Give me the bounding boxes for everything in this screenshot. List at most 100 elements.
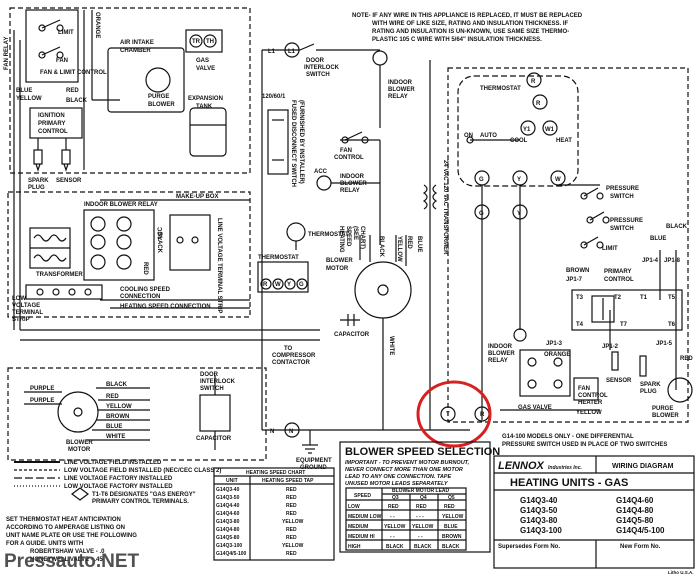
- legend-1: LINE VOLTAGE FIELD INSTALLED: [64, 460, 162, 466]
- anticipation-5: ROBERTSHAW VALVE - .0: [30, 549, 105, 555]
- label-ib-relay-2-1: INDOOR: [340, 174, 365, 180]
- speed-important-1: IMPORTANT - TO PREVENT MOTOR BURNOUT,: [345, 460, 470, 466]
- label-ib-relay-2-2: BLOWER: [340, 181, 367, 187]
- anticipation-2: ACCORDING TO AMPERAGE LISTING ON: [6, 525, 125, 531]
- speed-col-group: BLOWER MOTOR LEAD: [392, 488, 450, 494]
- label-acc-left: ACC: [158, 226, 164, 240]
- label-purge-right-1: PURGE: [652, 406, 673, 412]
- label-jp1-2: JP1-2: [602, 344, 619, 350]
- label-thermostat-mid: THERMOSTAT: [308, 232, 349, 238]
- model-right-3: G14Q4/5-100: [616, 526, 665, 535]
- speed-row-3-q3: - -: [390, 534, 395, 540]
- label-limit-right: LIMIT: [602, 246, 618, 252]
- label-makeup-box: MAKE-UP BOX: [176, 194, 219, 200]
- label-t2: T2: [614, 295, 622, 301]
- heating-row-6-tap: RED: [286, 535, 297, 541]
- label-jp1-5: JP1-5: [656, 341, 673, 347]
- speed-row-0-q5: RED: [444, 504, 455, 510]
- label-spark-plug-1: SPARK: [28, 178, 49, 184]
- label-blower-motor-mid-2: MOTOR: [326, 266, 349, 272]
- label-blower-motor-2: MOTOR: [68, 447, 91, 453]
- model-left-2: G14Q3-80: [520, 516, 558, 525]
- label-y-right-2: Y: [517, 211, 521, 217]
- label-gas-valve-1: GAS: [196, 58, 209, 64]
- label-on: ON: [464, 133, 473, 139]
- label-heating-speed-1: HEATING: [338, 226, 344, 253]
- label-blue-right: BLUE: [650, 236, 666, 242]
- label-door-interlock-1: DOOR: [200, 372, 219, 378]
- speed-row-0-q3: RED: [388, 504, 399, 510]
- heating-row-2-unit: G14Q4-40: [216, 503, 240, 509]
- new-form-label: New Form No.: [620, 544, 661, 550]
- t-note-1: T1-T6 DESIGNATES "GAS ENERGY": [92, 492, 196, 498]
- watermark: Pressauto.NET: [4, 551, 140, 572]
- blower-motor-detail: [7, 367, 267, 501]
- label-fan: FAN: [56, 58, 68, 64]
- label-blower-motor-mid-1: BLOWER: [326, 258, 353, 264]
- label-limit: LIMIT: [58, 30, 74, 36]
- label-primary-2: CONTROL: [604, 277, 634, 283]
- heating-chart-col-tap: HEATING SPEED TAP: [262, 478, 314, 484]
- label-pressure-2: SWITCH: [610, 194, 634, 200]
- brand-logo: LENNOX: [498, 460, 545, 472]
- note-line-3: RATING AND INSULATION IS UN-KNOWN, USE S…: [372, 29, 569, 35]
- speed-row-4-q5: BLACK: [442, 544, 460, 550]
- label-term-y: Y: [287, 282, 291, 288]
- label-line-voltage-terminal: LINE VOLTAGE TERMINAL STRIP: [216, 218, 222, 313]
- label-heating-speed-2: SPEED: [345, 226, 351, 247]
- label-indoor-blower-relay: INDOOR BLOWER RELAY: [84, 202, 158, 208]
- heating-row-5-tap: RED: [286, 527, 297, 533]
- label-r-top: R: [531, 79, 536, 85]
- wiring-diagram-label: WIRING DIAGRAM: [612, 463, 674, 470]
- label-thermostat-right: THERMOSTAT: [480, 86, 521, 92]
- label-cool: COOL: [510, 138, 528, 144]
- heating-chart-col-unit: UNIT: [226, 478, 238, 484]
- note-line-2: WITH WIRE OF LIKE SIZE, RATING AND INSUL…: [372, 21, 569, 27]
- label-blue: BLUE: [16, 88, 32, 94]
- speed-row-3-q4: - -: [418, 534, 423, 540]
- label-air-intake-2: CHAMBER: [120, 48, 151, 54]
- heating-row-4-tap: YELLOW: [282, 519, 304, 525]
- label-l1-b: L1: [288, 49, 296, 55]
- label-blower-motor-1: BLOWER: [66, 440, 93, 446]
- label-equipment-1: EQUIPMENT: [296, 458, 332, 464]
- label-r1: R: [536, 101, 541, 107]
- heating-row-7-unit: G14Q3-100: [216, 543, 242, 549]
- heating-row-3-tap: RED: [286, 511, 297, 517]
- speed-row-1-q5: YELLOW: [442, 514, 464, 520]
- speed-row-1-q4: - - -: [416, 514, 424, 520]
- label-indoor-relay-2: BLOWER: [388, 87, 415, 93]
- heating-row-4-unit: G14Q3-80: [216, 519, 240, 525]
- legend-3: LINE VOLTAGE FACTORY INSTALLED: [64, 476, 173, 482]
- label-fused-2: (FURNISHED BY INSTALLER): [298, 100, 304, 184]
- speed-row-0-speed: LOW: [348, 504, 360, 510]
- label-t7: T7: [620, 322, 628, 328]
- speed-row-4-q4: BLACK: [414, 544, 432, 550]
- label-air-intake-1: AIR INTAKE: [120, 40, 154, 46]
- heating-row-5-unit: G14Q4-80: [216, 527, 240, 533]
- speed-col-speed: SPEED: [354, 493, 371, 499]
- label-g14-2: PRESSURE SWITCH USED IN PLACE OF TWO SWI…: [502, 442, 667, 448]
- label-exp-tank-1: EXPANSION: [188, 96, 223, 102]
- label-yellow: YELLOW: [16, 96, 42, 102]
- label-jp1-8: JP1-8: [664, 258, 681, 264]
- t-note-2: PRIMARY CONTROL TERMINALS.: [92, 499, 189, 505]
- title-block-frame: [493, 455, 695, 569]
- label-indoor-right-1: INDOOR: [488, 344, 513, 350]
- anticipation-3: UNIT NAME PLATE OR USE THE FOLLOWING: [6, 533, 137, 539]
- model-left-0: G14Q3-40: [520, 496, 558, 505]
- label-compressor-1: TO: [284, 346, 293, 352]
- speed-row-1-speed: MEDIUM LOW: [348, 514, 382, 520]
- label-n-b: N: [289, 429, 293, 435]
- label-g-right-2: G: [479, 211, 484, 217]
- label-indoor-relay-3: RELAY: [388, 94, 408, 100]
- label-compressor-3: CONTACTOR: [272, 360, 310, 366]
- label-jp1-7: JP1-7: [566, 277, 583, 283]
- label-fan-limit-control: FAN & LIMIT CONTROL: [40, 70, 107, 76]
- label-g14-1: G14-100 MODELS ONLY - ONE DIFFERENTIAL: [502, 434, 634, 440]
- label-t1: T1: [640, 295, 648, 301]
- heating-row-3-unit: G14Q4-60: [216, 511, 240, 517]
- label-purge-right-2: BLOWER: [652, 413, 679, 419]
- label-ignition-3: CONTROL: [38, 129, 68, 135]
